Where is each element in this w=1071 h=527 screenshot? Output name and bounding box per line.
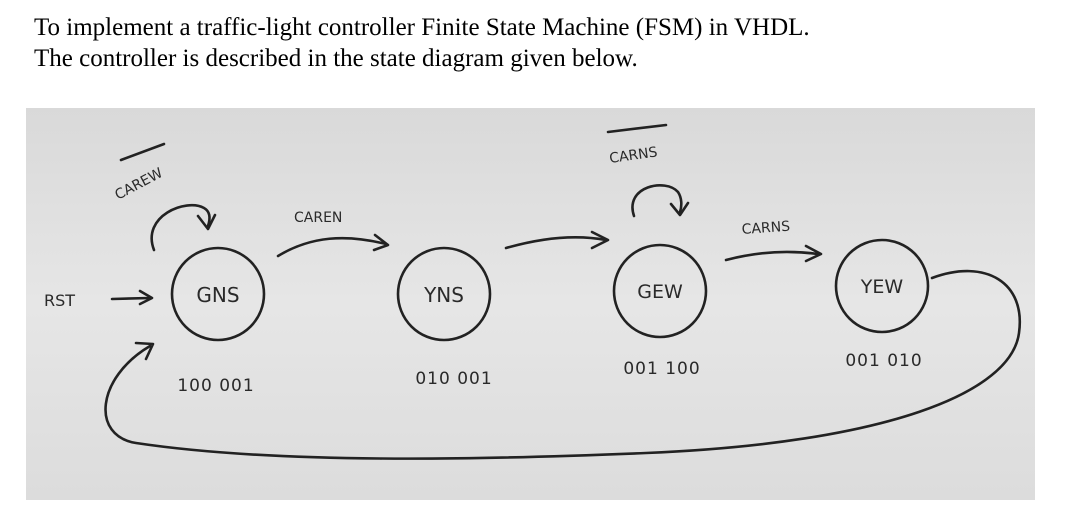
state-circle-gew: [612, 243, 708, 339]
carew-overbar: [119, 142, 166, 162]
state-circle-gns: [170, 246, 266, 342]
state-output-yew: 001 010: [845, 351, 922, 371]
state-name-gns: GNS: [196, 283, 239, 307]
state-circle-yns: [396, 246, 492, 342]
gew-self-loop: [631, 184, 683, 218]
gns-self-loop-head: [196, 213, 217, 231]
carns-top-overbar: [606, 123, 668, 134]
transition-yew-gns-head: [134, 341, 155, 361]
transition-gew-yew: [724, 250, 820, 262]
label-carns-right: CARNS: [741, 219, 791, 238]
intro-text: To implement a traffic-light controller …: [34, 12, 810, 74]
label-caren: CAREN: [294, 210, 342, 226]
gew-self-loop-head: [669, 201, 690, 217]
state-diagram-photo: CAREW CAREN CARNS CARNS RST GNS YNS GEW …: [26, 108, 1035, 500]
transition-yns-gew-head: [590, 230, 610, 250]
state-circle-yew: [834, 238, 930, 334]
state-diagram: CAREW CAREN CARNS CARNS RST GNS YNS GEW …: [26, 108, 1035, 500]
state-name-yns: YNS: [423, 283, 464, 307]
state-output-gew: 001 100: [623, 359, 700, 379]
transition-yns-gew: [504, 235, 608, 250]
transition-gns-yns-head: [372, 233, 390, 252]
paper-background: [26, 108, 1035, 500]
intro-line-1: To implement a traffic-light controller …: [34, 14, 810, 41]
transition-gew-yew-head: [804, 244, 823, 263]
state-name-yew: YEW: [860, 276, 904, 298]
gns-self-loop: [150, 203, 211, 252]
reset-arrow-head: [138, 289, 154, 306]
state-output-yns: 010 001: [415, 369, 492, 389]
state-output-gns: 100 001: [177, 376, 254, 396]
reset-label: RST: [44, 291, 75, 310]
transition-gns-yns: [276, 236, 388, 258]
transition-yew-gns: [104, 269, 1022, 460]
state-name-gew: GEW: [637, 281, 683, 303]
label-carns-top: CARNS: [608, 144, 658, 167]
reset-arrow: [110, 296, 152, 301]
intro-line-2: The controller is described in the state…: [34, 45, 638, 72]
